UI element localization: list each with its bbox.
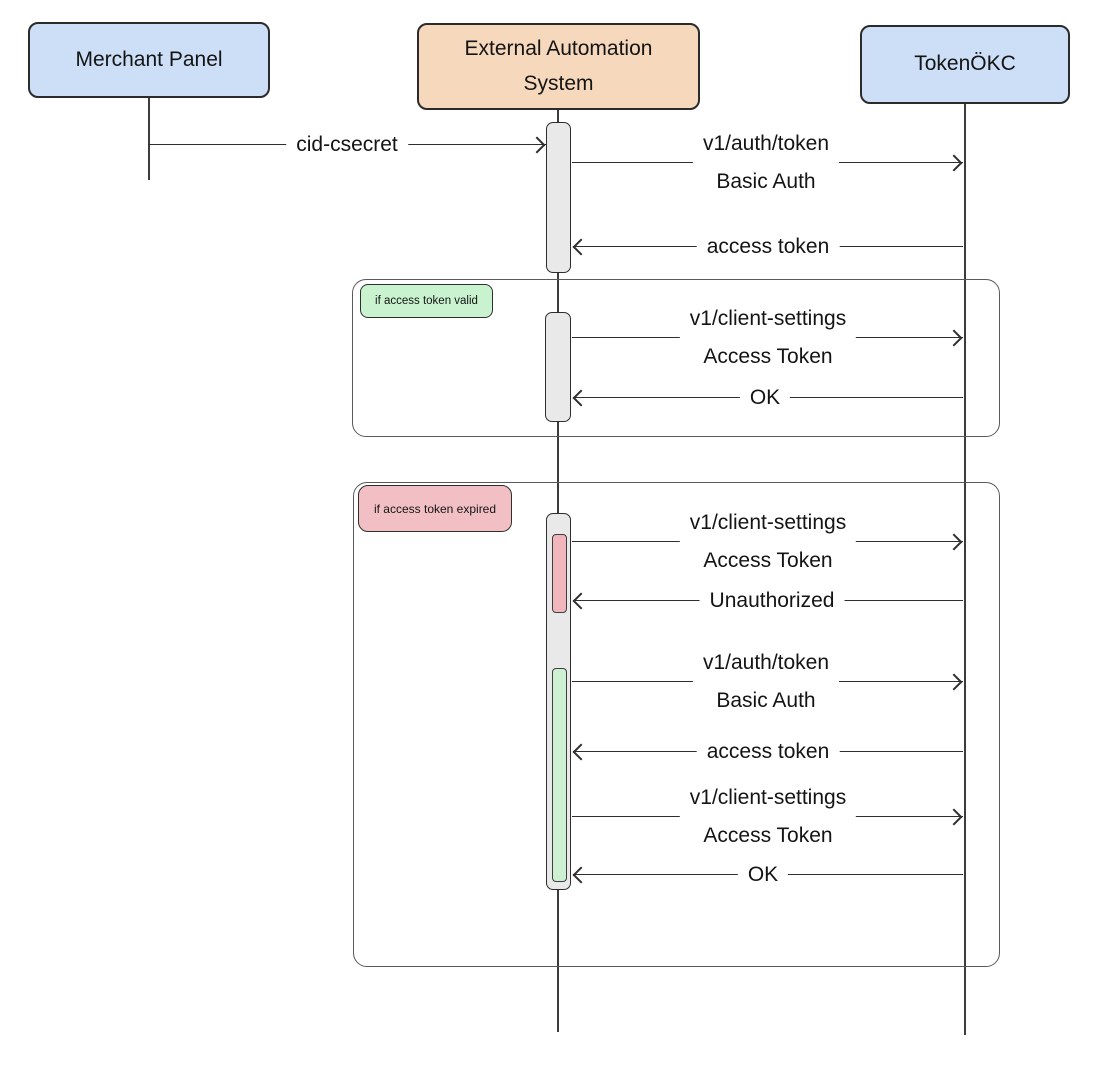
message-label: v1/client-settings Access Token bbox=[679, 300, 857, 376]
activation-sub-bar-success bbox=[552, 668, 567, 882]
actor-tokenokc: TokenÖKC bbox=[860, 25, 1070, 104]
arrowhead-right-icon bbox=[945, 154, 963, 172]
activation-sub-bar-error bbox=[552, 534, 567, 613]
lifeline-merchant-panel bbox=[148, 98, 150, 180]
actor-external-automation-system: External Automation System bbox=[417, 23, 700, 110]
arrowhead-left-icon bbox=[572, 238, 590, 256]
alt-frame-token-valid bbox=[352, 279, 1000, 437]
actor-label: TokenÖKC bbox=[914, 52, 1016, 76]
message-label: OK bbox=[739, 379, 791, 417]
message-label: cid-csecret bbox=[286, 126, 408, 164]
message-label: access token bbox=[696, 733, 840, 771]
message-label: Unauthorized bbox=[699, 582, 845, 620]
arrowhead-right-icon bbox=[528, 136, 546, 154]
message-label: v1/auth/token Basic Auth bbox=[692, 644, 840, 720]
lifeline-tokenokc bbox=[964, 104, 966, 1035]
actor-label: External Automation bbox=[464, 36, 653, 60]
alt-frame-token-expired bbox=[353, 482, 1000, 967]
message-label: OK bbox=[737, 856, 789, 894]
frame-condition-label-expired: if access token expired bbox=[358, 485, 512, 532]
actor-merchant-panel: Merchant Panel bbox=[28, 22, 270, 98]
frame-condition-label-valid: if access token valid bbox=[360, 284, 493, 318]
message-label: access token bbox=[696, 228, 840, 266]
activation-bar-auth bbox=[546, 122, 571, 273]
message-label: v1/auth/token Basic Auth bbox=[692, 125, 840, 201]
message-label: v1/client-settings Access Token bbox=[679, 779, 857, 855]
actor-label: System bbox=[523, 71, 594, 95]
actor-label: Merchant Panel bbox=[75, 47, 223, 71]
activation-bar-valid-call bbox=[545, 312, 571, 422]
message-label: v1/client-settings Access Token bbox=[679, 504, 857, 580]
